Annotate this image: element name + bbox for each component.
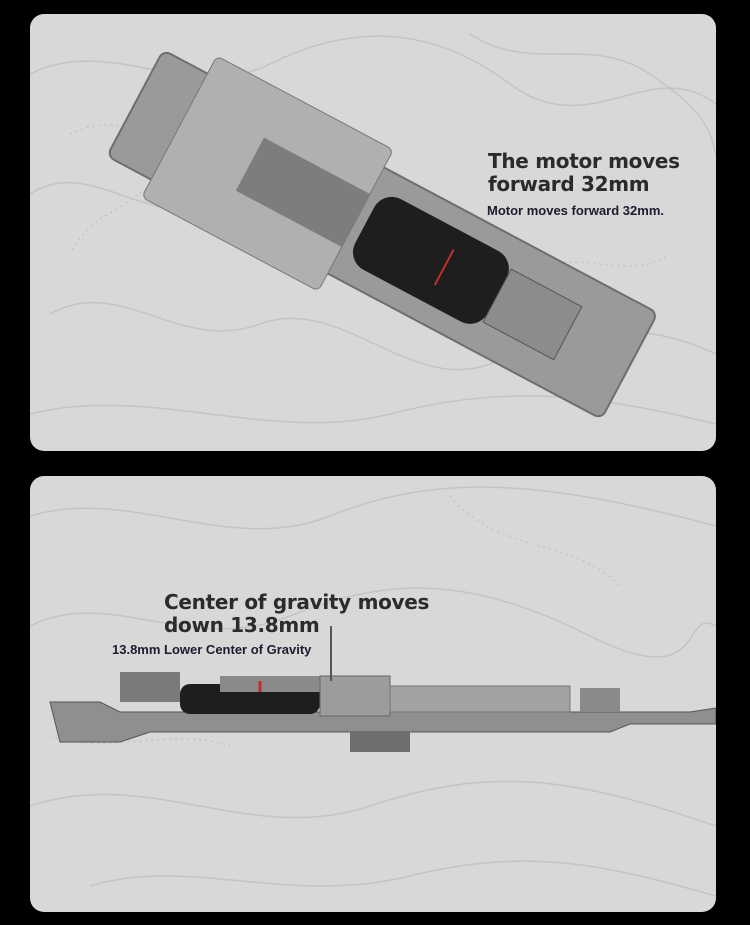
- caption: 13.8mm Lower Center of Gravity: [112, 642, 312, 657]
- topographic-background: [30, 486, 716, 897]
- headline-line-1: The motor moves: [488, 149, 680, 173]
- caption: Motor moves forward 32mm.: [487, 203, 664, 218]
- headline-line-2: forward 32mm: [488, 172, 650, 196]
- motor: [352, 196, 509, 324]
- chassis-render-top: [108, 51, 656, 418]
- motor-forward-panel: The motor moves forward 32mm Motor moves…: [30, 14, 716, 451]
- chassis-render-side: [49, 626, 716, 752]
- center-of-gravity-panel: Center of gravity moves down 13.8mm 13.8…: [30, 476, 716, 912]
- headline: The motor moves forward 32mm: [488, 150, 680, 196]
- headline: Center of gravity moves down 13.8mm: [164, 591, 429, 637]
- topographic-background: [30, 33, 716, 425]
- headline-line-2: down 13.8mm: [164, 613, 320, 637]
- headline-line-1: Center of gravity moves: [164, 590, 430, 614]
